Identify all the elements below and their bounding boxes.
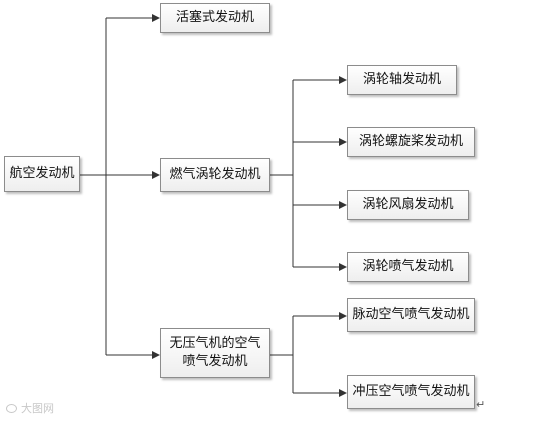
node-ramjet: 冲压空气喷气发动机 (347, 375, 475, 409)
node-turboshaft: 涡轮轴发动机 (347, 65, 457, 95)
camera-icon (6, 403, 18, 413)
node-pulse-jet: 脉动空气喷气发动机 (347, 298, 475, 332)
node-compressorless-jet-engine: 无压气机的空气 喷气发动机 (160, 328, 270, 378)
node-ramjet-label: 冲压空气喷气发动机 (352, 384, 470, 399)
node-gas-turbine-engine: 燃气涡轮发动机 (160, 158, 270, 192)
node-turbofan: 涡轮风扇发动机 (347, 190, 469, 220)
node-turboprop: 涡轮螺旋桨发动机 (347, 127, 475, 157)
node-turbofan-label: 涡轮风扇发动机 (362, 197, 454, 212)
node-turbojet: 涡轮喷气发动机 (347, 252, 469, 282)
node-compressorless-jet-engine-label: 无压气机的空气 喷气发动机 (169, 336, 261, 369)
node-aero-engine-label: 航空发动机 (9, 166, 75, 181)
node-pulse-jet-label: 脉动空气喷气发动机 (352, 307, 470, 322)
node-piston-engine: 活塞式发动机 (160, 3, 270, 33)
node-turboshaft-label: 涡轮轴发动机 (362, 72, 441, 87)
node-piston-engine-label: 活塞式发动机 (175, 10, 254, 25)
watermark-text: 大图网 (21, 402, 54, 415)
watermark: 大图网 (6, 400, 54, 416)
node-gas-turbine-engine-label: 燃气涡轮发动机 (169, 167, 261, 182)
paragraph-return-icon: ↵ (476, 398, 486, 411)
node-turbojet-label: 涡轮喷气发动机 (362, 259, 454, 274)
node-aero-engine: 航空发动机 (4, 156, 80, 192)
node-turboprop-label: 涡轮螺旋桨发动机 (358, 134, 463, 149)
